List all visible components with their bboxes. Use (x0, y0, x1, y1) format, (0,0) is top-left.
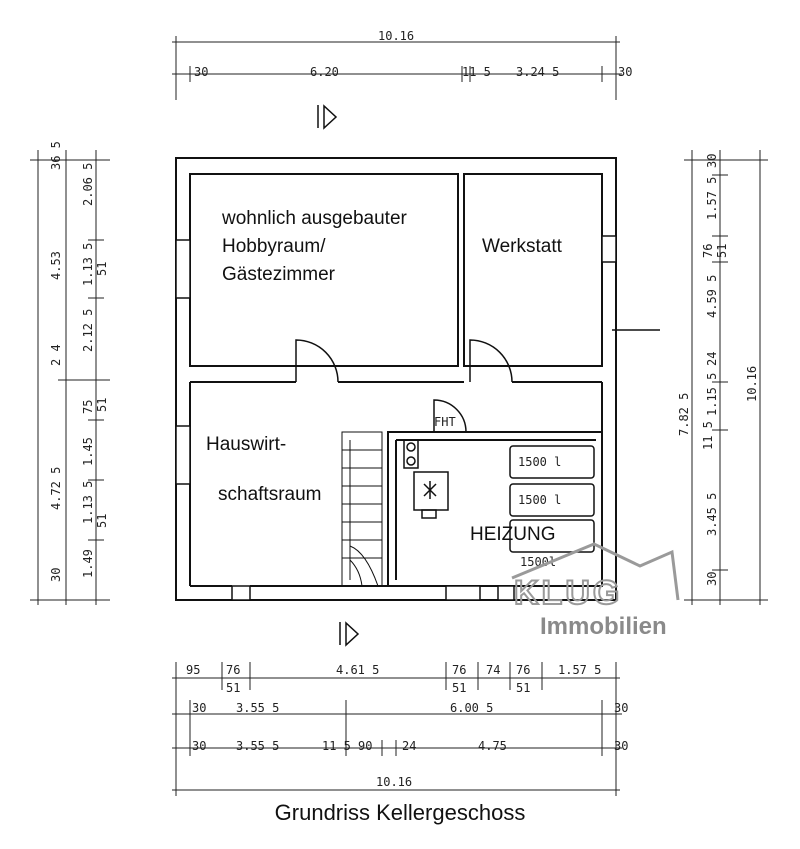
dim-bottom2-2: 3.55 5 (236, 701, 279, 715)
room-label-heating: HEIZUNG (470, 524, 556, 545)
dim-left-inner-3: 2.12 5 (81, 309, 95, 352)
dim-top-total: 10.16 (378, 29, 414, 43)
dim-bottom1-3: 51 (226, 681, 240, 695)
dim-bottom3-2: 3.55 5 (236, 739, 279, 753)
dim-left-inner-2: 1.13 5 (81, 243, 95, 286)
tank-label-2: 1500 l (518, 493, 561, 507)
section-marker-top (317, 104, 338, 130)
dim-left-inner-4: 2 4 (49, 344, 63, 366)
dim-bottom3-3: 11 5 (322, 739, 351, 753)
dim-right-inner-3: 76 (701, 244, 715, 258)
dim-left-inner-1: 2.06 5 (81, 163, 95, 206)
dim-right-inner-5: 4.59 5 (705, 275, 719, 318)
dim-top-4: 3.24 5 (516, 65, 559, 79)
dim-left-inner-6: 1.45 (81, 437, 95, 466)
dim-right-inner-4: 51 (715, 244, 729, 258)
dim-bottom1-8: 76 (516, 663, 530, 677)
fht-label: FHT (434, 415, 456, 429)
room-label-hobby-2: Hobbyraum/ (222, 236, 326, 257)
dim-right-inner-2: 1.57 5 (705, 177, 719, 220)
oil-tanks (509, 445, 595, 553)
dim-bottom1-2: 76 (226, 663, 240, 677)
dim-top-5: 30 (618, 65, 632, 79)
dim-left-outer-2: 4.53 (49, 251, 63, 280)
room-label-utility-2: schaftsraum (218, 484, 321, 505)
dim-bottom1-6: 51 (452, 681, 466, 695)
dimension-lines (30, 36, 768, 796)
dim-bottom1-1: 95 (186, 663, 200, 677)
dim-left-outer-4: 30 (49, 568, 63, 582)
dim-left-outer-3: 4.72 5 (49, 467, 63, 510)
dim-bottom3-5: 24 (402, 739, 416, 753)
dim-right-inner-1: 30 (705, 154, 719, 168)
staircase (341, 431, 383, 587)
dim-bottom1-9: 51 (516, 681, 530, 695)
dim-bottom2-4: 30 (614, 701, 628, 715)
room-label-hobby-3: Gästezimmer (222, 264, 336, 285)
dim-top-2: 6.20 (310, 65, 339, 79)
dim-right-inner-6: 24 (705, 352, 719, 366)
dim-bottom2-3: 6.00 5 (450, 701, 493, 715)
logo-sub-text: Immobilien (540, 613, 667, 640)
dim-bottom-total: 10.16 (376, 775, 412, 789)
dim-bottom1-5: 76 (452, 663, 466, 677)
dim-left-small-2: 51 (95, 398, 109, 412)
dim-left-small-1: 51 (95, 262, 109, 276)
klug-logo: KLUG Immobilien (511, 542, 680, 640)
dim-right-outer: 10.16 (745, 366, 759, 402)
dim-bottom3-4: 90 (358, 739, 372, 753)
dim-left-inner-7: 1.13 5 (81, 481, 95, 524)
room-label-workshop: Werkstatt (482, 236, 563, 257)
dim-left-inner-5: 75 (81, 400, 95, 414)
dim-top-3: 11 5 (462, 65, 491, 79)
dim-left-outer-1: 36 5 (49, 141, 63, 170)
doors (295, 329, 660, 433)
dim-right-inner-7: 11 5 (701, 421, 715, 450)
dim-bottom1-7: 74 (486, 663, 500, 677)
section-marker-bottom (339, 621, 360, 647)
dim-bottom1-10: 1.57 5 (558, 663, 601, 677)
tank-label-1: 1500 l (518, 455, 561, 469)
dim-right-inner-9: 3.45 5 (705, 493, 719, 536)
dim-bottom1-4: 4.61 5 (336, 663, 379, 677)
dim-right-inner-8: 1.15 5 (705, 373, 719, 416)
plan-caption: Grundriss Kellergeschoss (274, 800, 526, 825)
dim-top-1: 30 (194, 65, 208, 79)
windows (175, 235, 617, 601)
room-label-utility-1: Hauswirt- (206, 434, 286, 455)
dim-bottom2-1: 30 (192, 701, 206, 715)
dim-right-inner-10: 30 (705, 572, 719, 586)
dim-right-mid: 7.82 5 (677, 393, 691, 436)
dim-bottom3-1: 30 (192, 739, 206, 753)
dim-left-inner-8: 1.49 (81, 549, 95, 578)
logo-brand-text: KLUG (514, 574, 622, 612)
dim-bottom3-7: 30 (614, 739, 628, 753)
tank-label-3: 1500l (520, 555, 556, 569)
dim-bottom3-6: 4.75 (478, 739, 507, 753)
heating-equipment (403, 439, 449, 519)
room-label-hobby-1: wohnlich ausgebauter (221, 208, 408, 229)
dim-left-small-3: 51 (95, 514, 109, 528)
